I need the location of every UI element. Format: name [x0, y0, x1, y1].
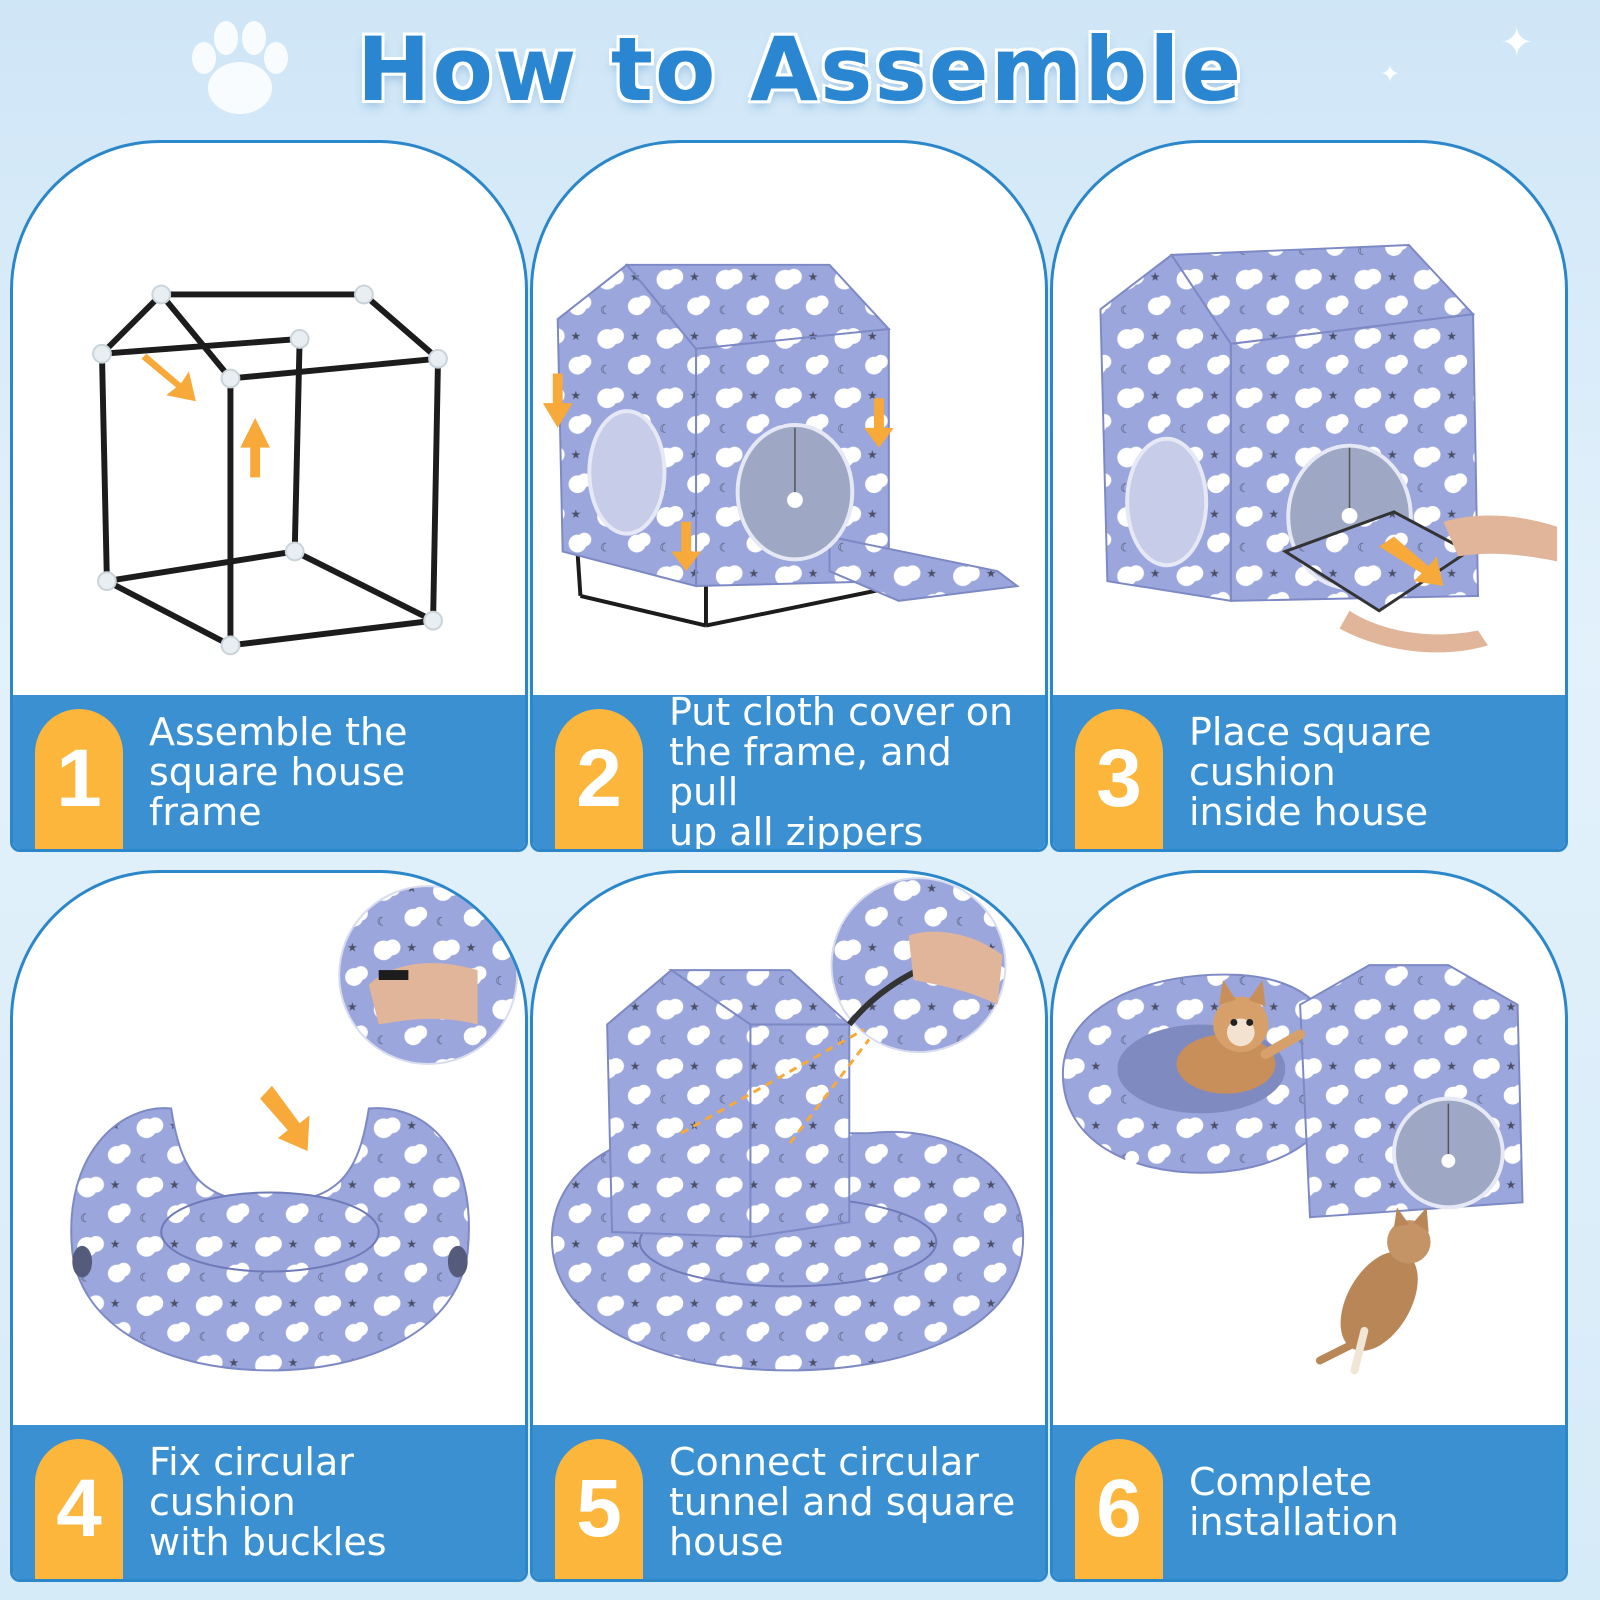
step-card-3: ★ ☾ 3 Place square cushion inside house — [1050, 140, 1568, 852]
step-card-6: ★ ☾ 6 Complete insta — [1050, 870, 1568, 1582]
step-card-5: ★ ☾ 5 Connect circular tunnel and square… — [530, 870, 1048, 1582]
cloth-cover-house-icon: ★ ☾ — [542, 263, 1020, 628]
step-number-badge: 6 — [1075, 1439, 1163, 1579]
circular-tunnel-icon: ★ ☾ — [70, 885, 519, 1372]
step-number-badge: 2 — [555, 709, 643, 849]
kitten-icon — [1315, 1207, 1431, 1375]
arrow-icon — [260, 1085, 310, 1151]
step-footer: 2 Put cloth cover on the frame, and pull… — [533, 690, 1045, 852]
tunnel-house-icon: ★ ☾ — [550, 877, 1025, 1372]
step-label: Place square cushion inside house — [1189, 710, 1432, 834]
cushion-house-icon: ★ ☾ — [1099, 244, 1558, 653]
arrow-icon — [542, 373, 894, 572]
step-label: Put cloth cover on the frame, and pull u… — [669, 690, 1014, 852]
step-label: Connect circular tunnel and square house — [669, 1440, 1016, 1564]
kitten-icon — [1176, 979, 1306, 1094]
step-label: Assemble the square house frame — [149, 710, 408, 834]
arrow-icon — [141, 353, 270, 478]
sparkle-icon: ✦ — [1380, 60, 1401, 88]
completed-house-cats-icon: ★ ☾ — [1061, 964, 1524, 1375]
paw-print-icon — [192, 21, 288, 114]
step-footer: 5 Connect circular tunnel and square hou… — [533, 1425, 1045, 1579]
sparkle-icon: ✦ — [1500, 20, 1534, 66]
arrow-icon — [1379, 536, 1444, 587]
step-footer: 1 Assemble the square house frame — [13, 695, 525, 849]
step-card-2: ★ ☾ 2 Put cloth cover on the frame, and … — [530, 140, 1048, 852]
step-number-badge: 3 — [1075, 709, 1163, 849]
step-number-badge: 4 — [35, 1439, 123, 1579]
step-footer: 4 Fix circular cushion with buckles — [13, 1425, 525, 1579]
step-number-badge: 5 — [555, 1439, 643, 1579]
step-footer: 6 Complete installation — [1053, 1425, 1565, 1579]
house-frame-icon — [92, 284, 448, 656]
step-label: Complete installation — [1189, 1460, 1399, 1544]
step-card-1: 1 Assemble the square house frame — [10, 140, 528, 852]
page-title: How to Assemble — [356, 18, 1244, 121]
step-number-badge: 1 — [35, 709, 123, 849]
step-card-4: ★ ☾ 4 Fix circular cushion with buckles — [10, 870, 528, 1582]
step-footer: 3 Place square cushion inside house — [1053, 695, 1565, 849]
step-label: Fix circular cushion with buckles — [149, 1440, 387, 1564]
